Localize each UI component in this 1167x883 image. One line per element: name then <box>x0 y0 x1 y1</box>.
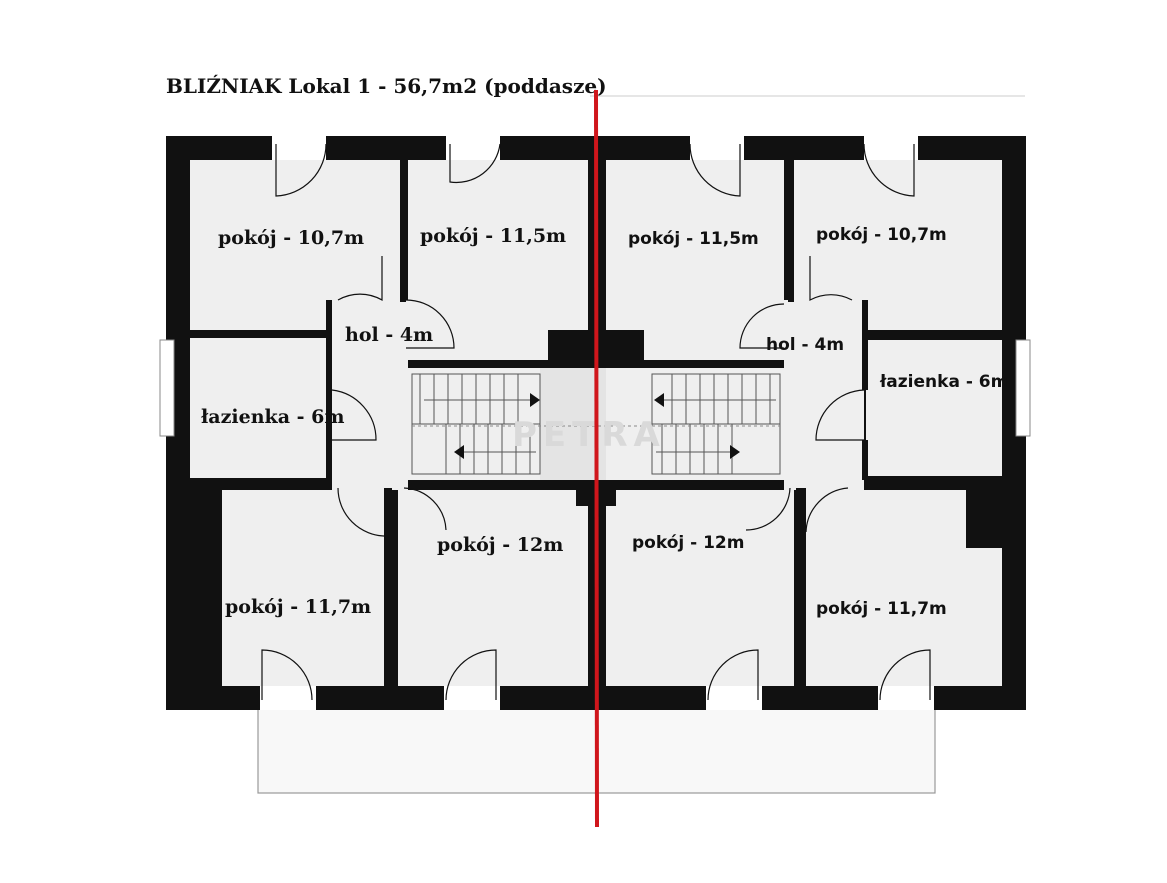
plan-title: BLIŹNIAK Lokal 1 - 56,7m2 (poddasze) <box>166 74 607 98</box>
window-left <box>159 339 175 437</box>
inner-walls <box>190 160 1002 686</box>
label-room-bottom-left: pokój - 11,7m <box>225 596 371 618</box>
floor-room-top-mid-right <box>606 160 784 360</box>
door-swings <box>261 143 931 701</box>
label-room-bottom-mid-left: pokój - 12m <box>437 534 563 556</box>
label-bathroom-right: łazienka - 6m <box>879 372 1008 392</box>
label-hall-right: hol - 4m <box>766 335 844 355</box>
label-room-bottom-right: pokój - 11,7m <box>816 599 947 619</box>
label-room-top-mid-right: pokój - 11,5m <box>628 229 759 249</box>
floor-room-bottom-left <box>222 490 384 686</box>
door-openings <box>260 136 934 710</box>
label-hall-left: hol - 4m <box>345 324 433 346</box>
label-room-bottom-mid-right: pokój - 12m <box>632 533 744 553</box>
window-right <box>1015 339 1031 437</box>
watermark: PETRA <box>512 415 666 455</box>
label-room-top-mid-left: pokój - 11,5m <box>420 225 566 247</box>
floor-hall-right <box>784 300 864 490</box>
unit-divider-line <box>594 89 599 828</box>
label-room-top-left: pokój - 10,7m <box>218 227 364 249</box>
floor-room-bottom-mid-left <box>398 490 588 686</box>
floor-bathroom-left <box>190 338 326 478</box>
floor-room-top-mid-left <box>408 160 588 360</box>
stair-arrows <box>454 393 740 459</box>
floor-room-bottom-mid-right <box>606 490 794 686</box>
floor-bathroom-right <box>866 340 1002 476</box>
floor-hall-left <box>332 300 408 490</box>
staircases <box>411 373 781 475</box>
label-bathroom-left: łazienka - 6m <box>201 406 344 428</box>
floors <box>190 160 1002 686</box>
label-room-top-right: pokój - 10,7m <box>816 225 947 245</box>
